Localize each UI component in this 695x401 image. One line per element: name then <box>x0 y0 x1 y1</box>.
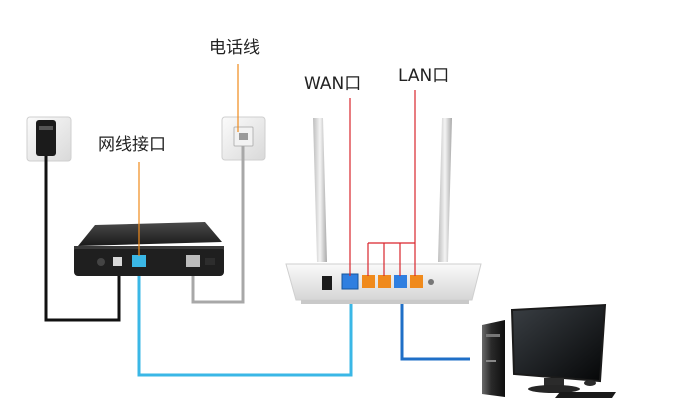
wireless-router-icon <box>285 118 482 304</box>
power-cable <box>44 156 121 322</box>
wan-cable <box>137 262 353 377</box>
lan-cable <box>400 285 482 361</box>
phone-line-label: 电话线 <box>209 38 260 58</box>
phone-wall-jack-icon <box>221 116 266 161</box>
network-port-label: 网线接口 <box>98 135 166 155</box>
desktop-computer-icon <box>470 302 616 398</box>
lan-port-pointer <box>367 90 416 276</box>
wan-port-label: WAN口 <box>304 74 362 94</box>
phone-cable <box>191 146 245 304</box>
adsl-modem-icon <box>74 222 224 276</box>
lan-port-label: LAN口 <box>398 66 450 86</box>
power-adapter-icon <box>26 116 72 162</box>
